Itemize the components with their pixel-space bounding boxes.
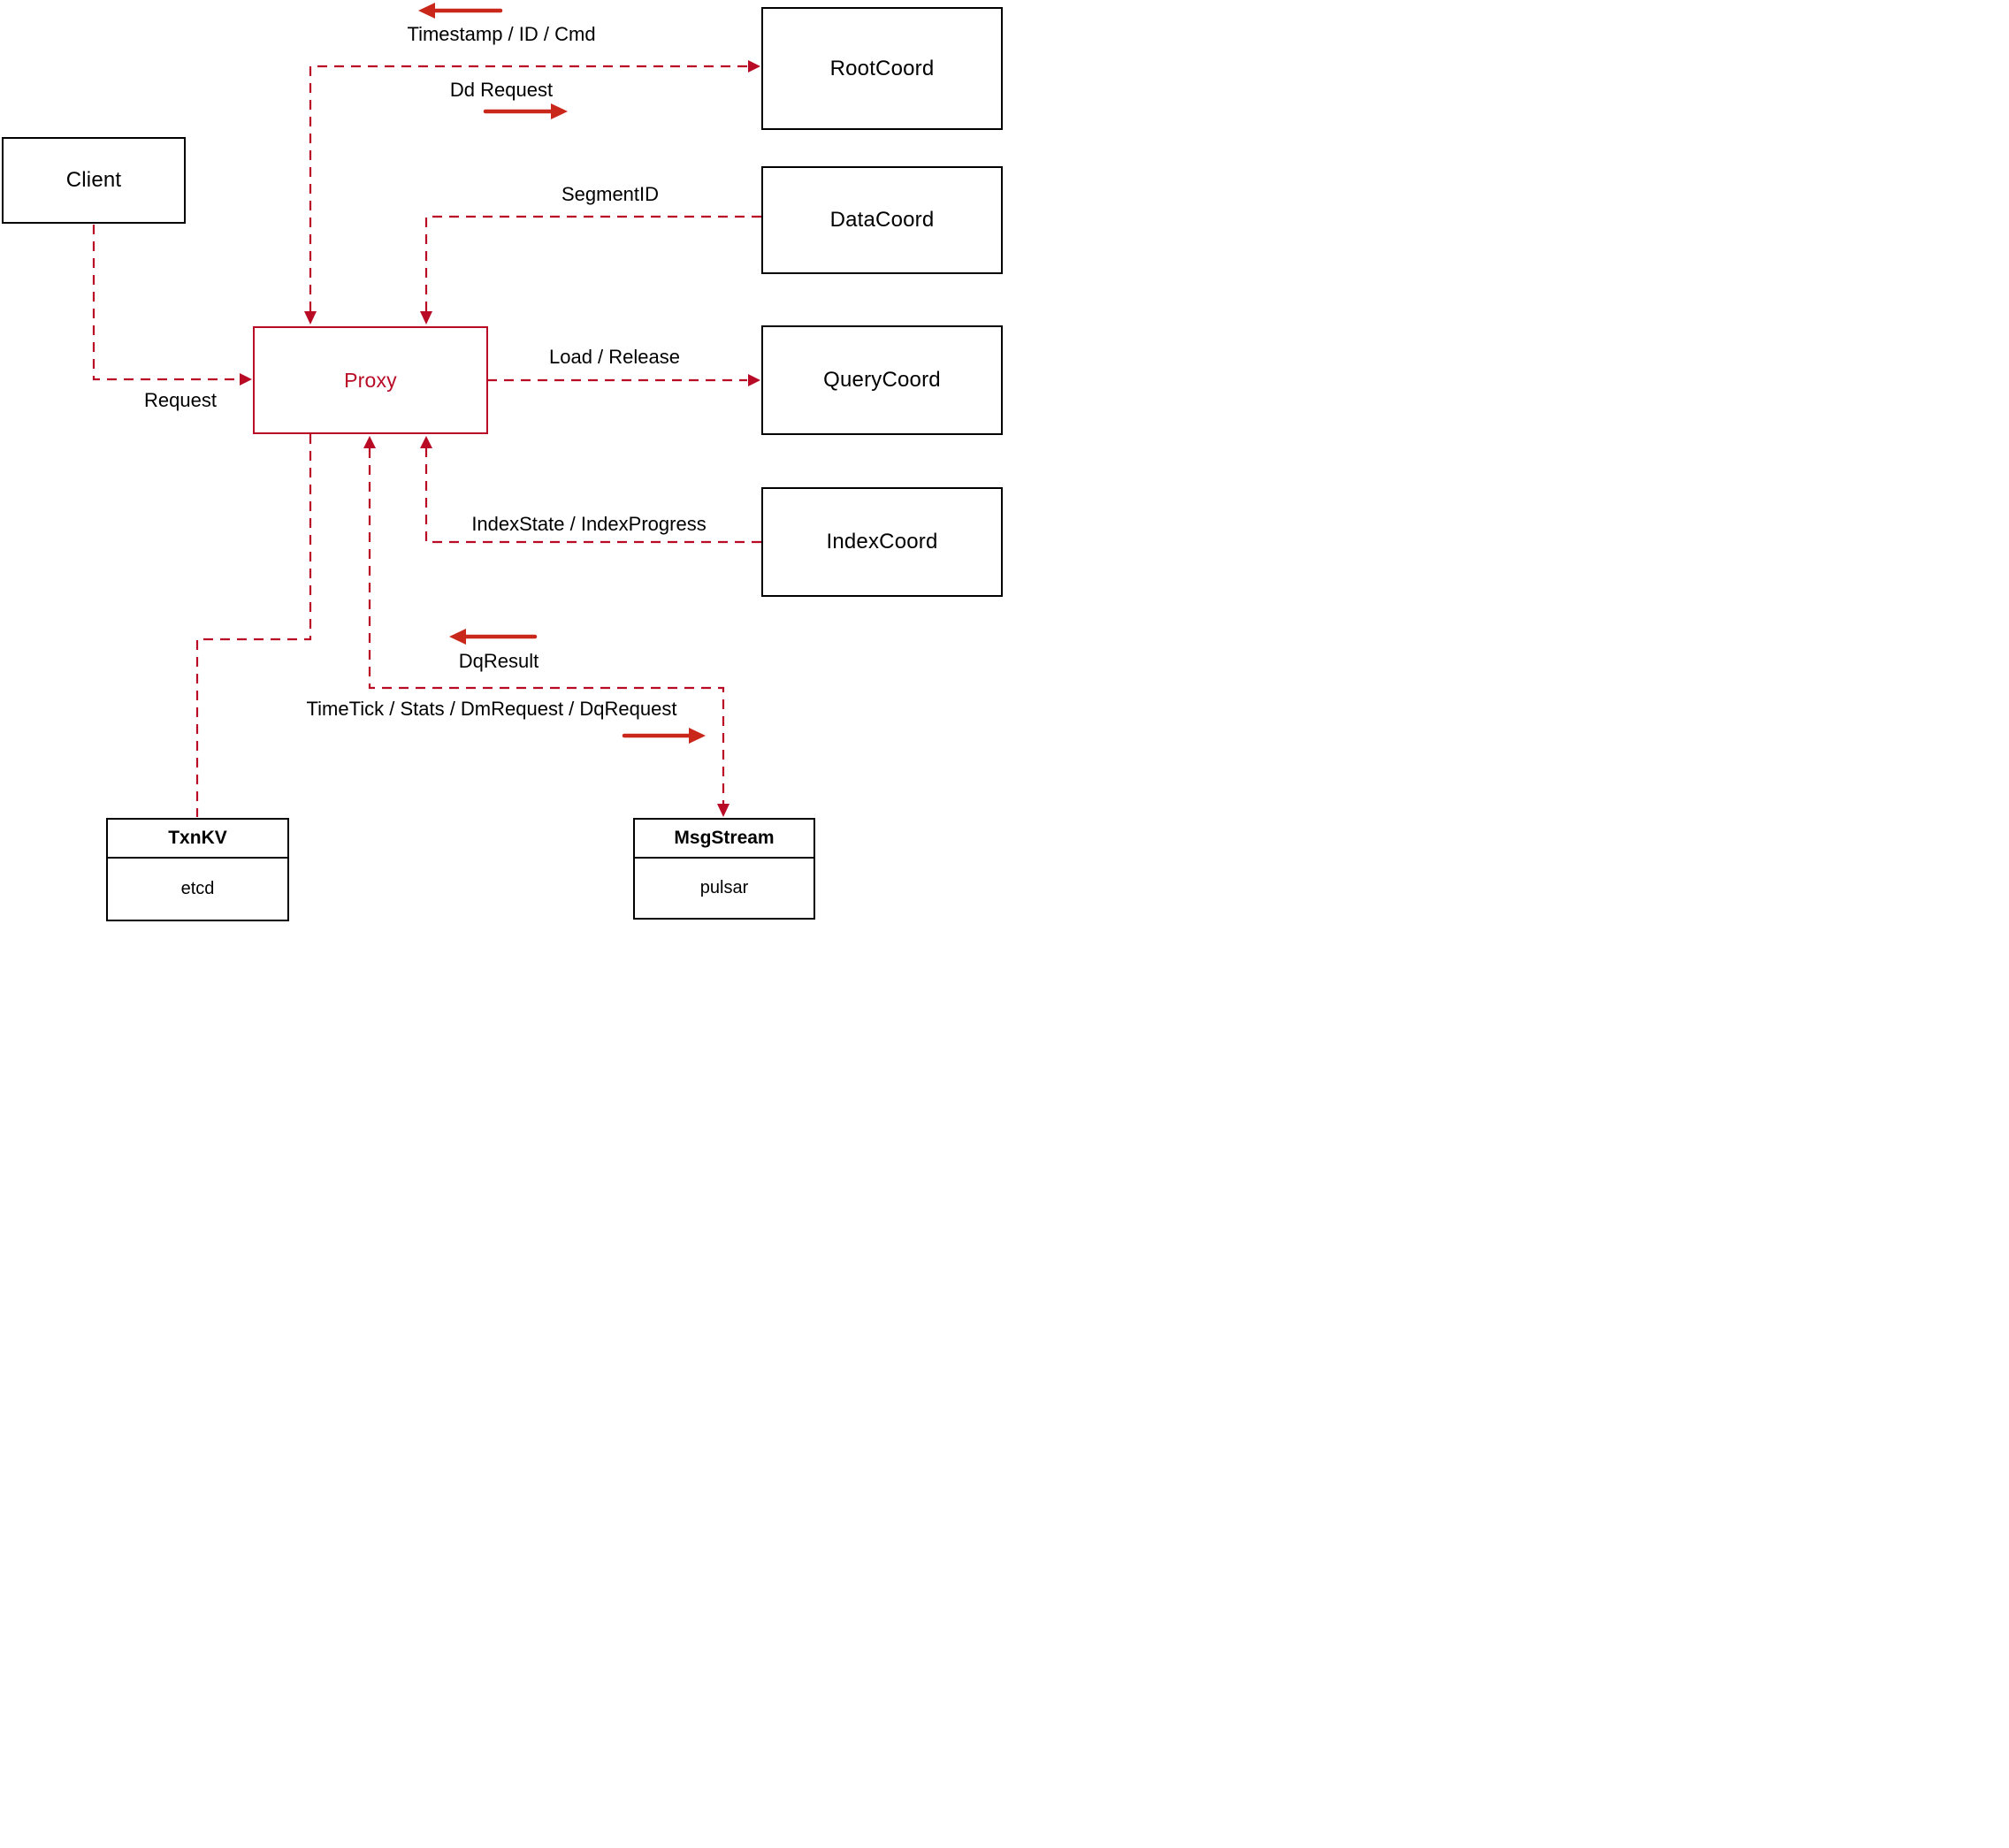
connector-layer	[92, 3, 761, 817]
connector-proxy-rootcoord	[309, 65, 747, 311]
msgstream-node: MsgStream pulsar	[633, 818, 815, 920]
connector-proxy-txnkv	[195, 434, 312, 817]
arrowhead-icon	[420, 311, 432, 325]
direction-arrow-right-icon	[622, 728, 706, 744]
rootcoord-node: RootCoord	[761, 7, 1003, 130]
datacoord-node-label: DataCoord	[829, 208, 935, 232]
datacoord-node: DataCoord	[761, 166, 1003, 274]
arrowhead-icon	[748, 374, 760, 386]
proxy-node: Proxy	[253, 326, 488, 434]
connector-proxy-msgstream	[368, 448, 725, 804]
querycoord-node: QueryCoord	[761, 325, 1003, 435]
arrowhead-icon	[240, 373, 252, 386]
msgstream-implementation: pulsar	[699, 878, 749, 897]
edge-label-segment-id: SegmentID	[561, 183, 660, 205]
edge-label-time-tick: TimeTick / Stats / DmRequest / DqRequest	[306, 698, 677, 720]
edge-label-load-release: Load / Release	[549, 346, 680, 368]
proxy-node-label: Proxy	[344, 368, 397, 392]
txnkv-implementation: etcd	[180, 879, 215, 898]
client-node-label: Client	[65, 168, 122, 192]
arrowhead-icon	[717, 804, 730, 817]
edge-label-index-state: IndexState / IndexProgress	[471, 513, 707, 535]
edge-label-dq-result: DqResult	[458, 650, 539, 672]
arrowhead-icon	[748, 60, 760, 73]
direction-arrow-left-icon	[449, 629, 538, 645]
connector-datacoord-proxy	[424, 215, 761, 311]
indexcoord-node: IndexCoord	[761, 487, 1003, 597]
connector-client-proxy	[92, 225, 239, 381]
arrowhead-icon	[420, 436, 432, 448]
edge-label-timestamp: Timestamp / ID / Cmd	[407, 23, 596, 45]
direction-arrow-left-icon	[418, 3, 503, 19]
edge-label-dd-request: Dd Request	[449, 79, 554, 101]
client-node: Client	[2, 137, 186, 224]
querycoord-node-label: QueryCoord	[823, 368, 941, 392]
indexcoord-node-label: IndexCoord	[826, 530, 938, 554]
rootcoord-node-label: RootCoord	[829, 56, 935, 80]
architecture-diagram: Client Proxy RootCoord DataCoord QueryCo…	[0, 0, 1004, 924]
edge-label-request: Request	[144, 389, 217, 411]
txnkv-node: TxnKV etcd	[106, 818, 289, 921]
txnkv-title: TxnKV	[108, 820, 287, 859]
direction-arrow-right-icon	[483, 103, 568, 119]
msgstream-title: MsgStream	[635, 820, 814, 859]
arrowhead-icon	[304, 311, 317, 325]
arrowhead-icon	[363, 436, 376, 448]
